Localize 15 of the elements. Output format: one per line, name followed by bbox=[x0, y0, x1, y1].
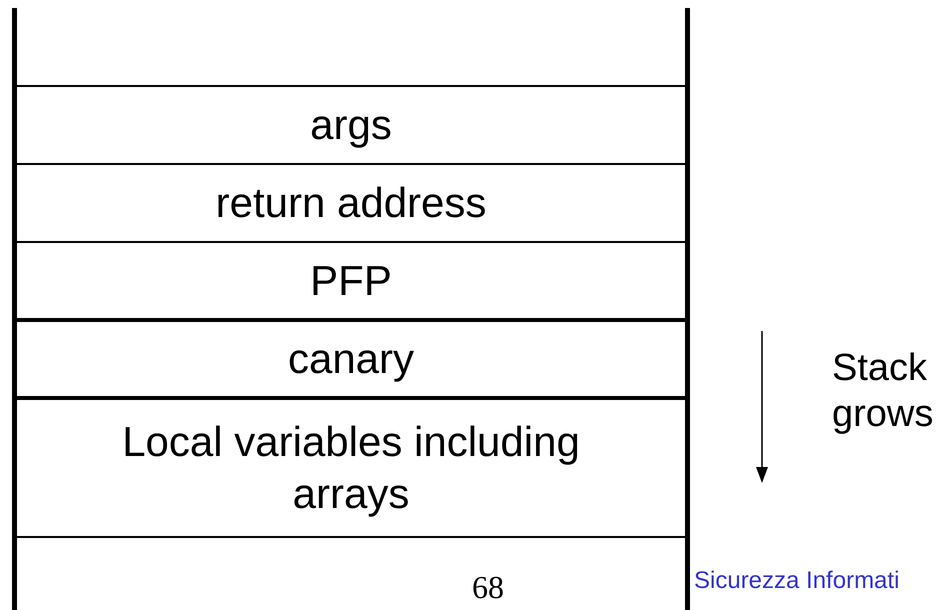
stack-slot bbox=[12, 241, 690, 318]
footer-text: Sicurezza Informati bbox=[694, 566, 900, 596]
page-number: 68 bbox=[472, 568, 504, 606]
slot-label: return address bbox=[216, 178, 486, 228]
slot-label: PFP bbox=[310, 256, 392, 306]
stack-slot bbox=[12, 396, 690, 536]
stack-slot bbox=[12, 85, 690, 163]
stack-slot bbox=[12, 318, 690, 396]
empty-stack-slot bbox=[12, 536, 690, 610]
slot-label: canary bbox=[288, 334, 414, 384]
slot-label: Local variables including arrays bbox=[121, 417, 581, 519]
slot-label: args bbox=[310, 100, 392, 150]
empty-stack-slot bbox=[12, 8, 690, 85]
direction-label: Stack grows bbox=[832, 346, 934, 437]
stack-slot bbox=[12, 163, 690, 241]
